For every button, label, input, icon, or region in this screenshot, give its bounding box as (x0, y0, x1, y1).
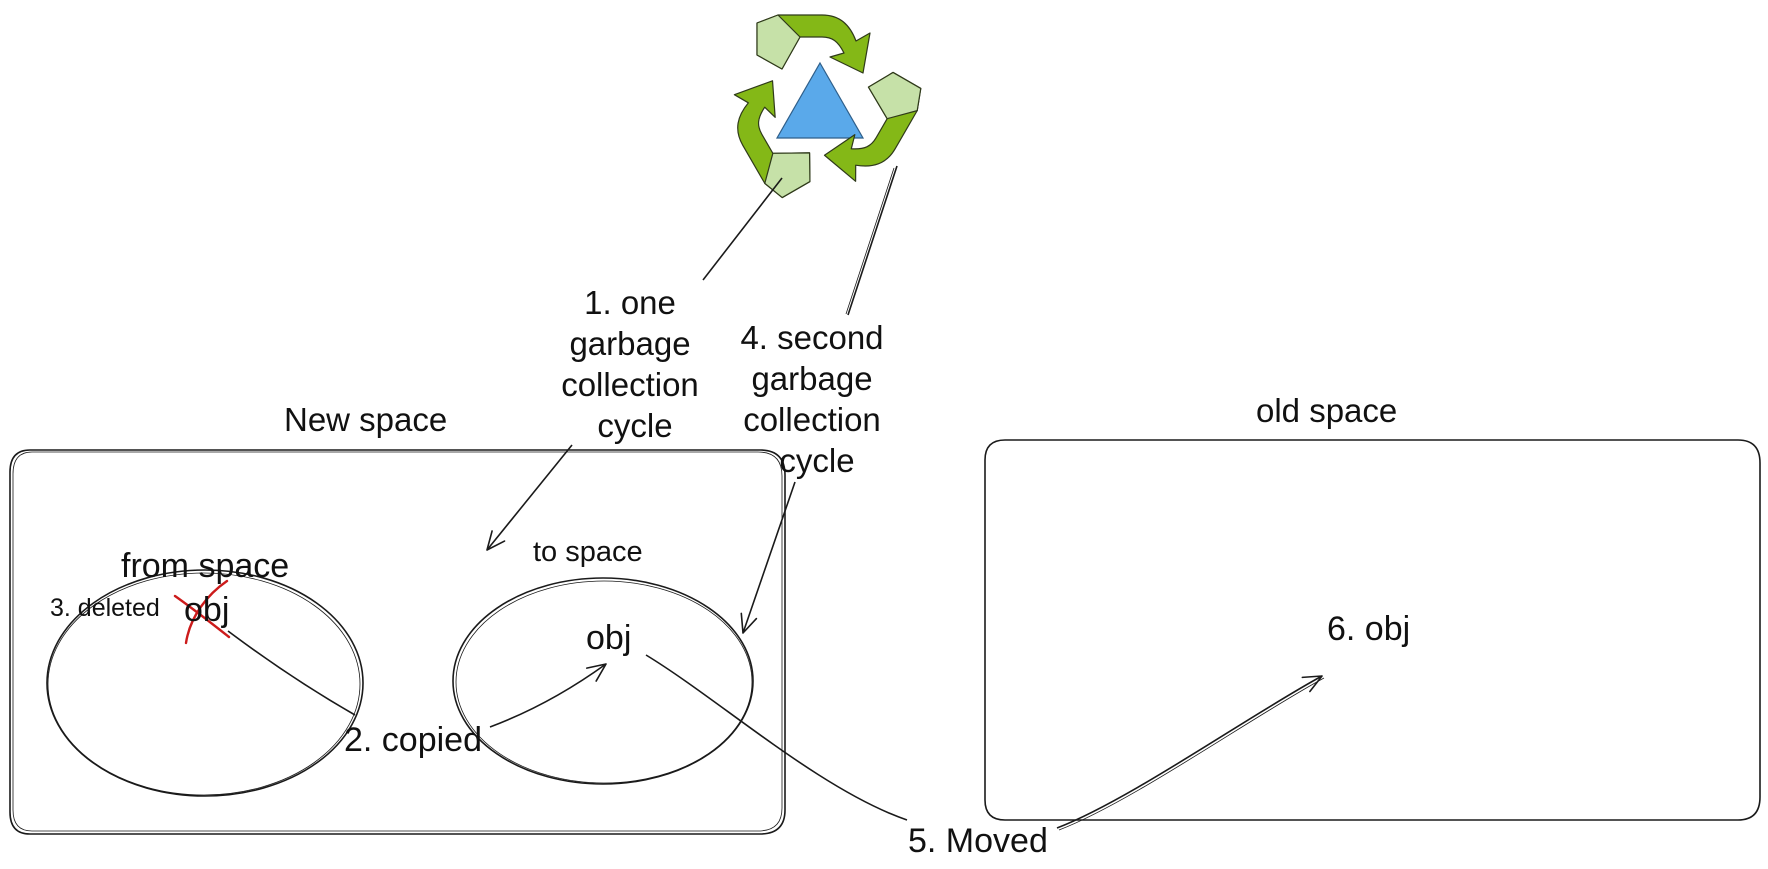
cross-mark-icon (173, 579, 231, 645)
step4-line-2: garbage (751, 360, 873, 397)
old-space-obj: 6. obj (1327, 610, 1411, 648)
from-space-ellipse (46, 569, 364, 797)
new-space-label: New space (284, 401, 448, 438)
recycle-to-step1-line (702, 177, 783, 281)
step1-line-2: garbage (569, 325, 691, 362)
from-space-label: from space (121, 547, 290, 585)
step1-line-1: 1. one (584, 284, 676, 321)
to-space-obj: obj (586, 619, 632, 657)
new-space-box (9, 449, 786, 835)
step2-label: 2. copied (344, 721, 482, 759)
step4-arrow (734, 481, 796, 637)
copy-arrow (227, 630, 612, 728)
step4-line-4: cycle (779, 442, 855, 479)
step4-label: 4. second garbage collection cycle (722, 317, 902, 481)
step4-line-1: 4. second (740, 319, 884, 356)
to-space-label: to space (533, 536, 643, 568)
step1-line-4: cycle (597, 407, 673, 444)
move-arrow (645, 654, 1327, 831)
recycle-icon (718, 14, 929, 203)
to-space-ellipse (452, 577, 754, 785)
step3-label: 3. deleted (50, 594, 160, 622)
step1-label: 1. one garbage collection cycle (540, 282, 720, 446)
old-space-label: old space (1256, 392, 1398, 429)
step5-label: 5. Moved (908, 822, 1048, 860)
step4-line-3: collection (743, 401, 881, 438)
from-space-obj: obj (184, 591, 230, 629)
recycle-to-step4-line (847, 165, 898, 316)
step1-line-3: collection (561, 366, 699, 403)
old-space-box (984, 439, 1761, 821)
step1-arrow (479, 444, 573, 556)
